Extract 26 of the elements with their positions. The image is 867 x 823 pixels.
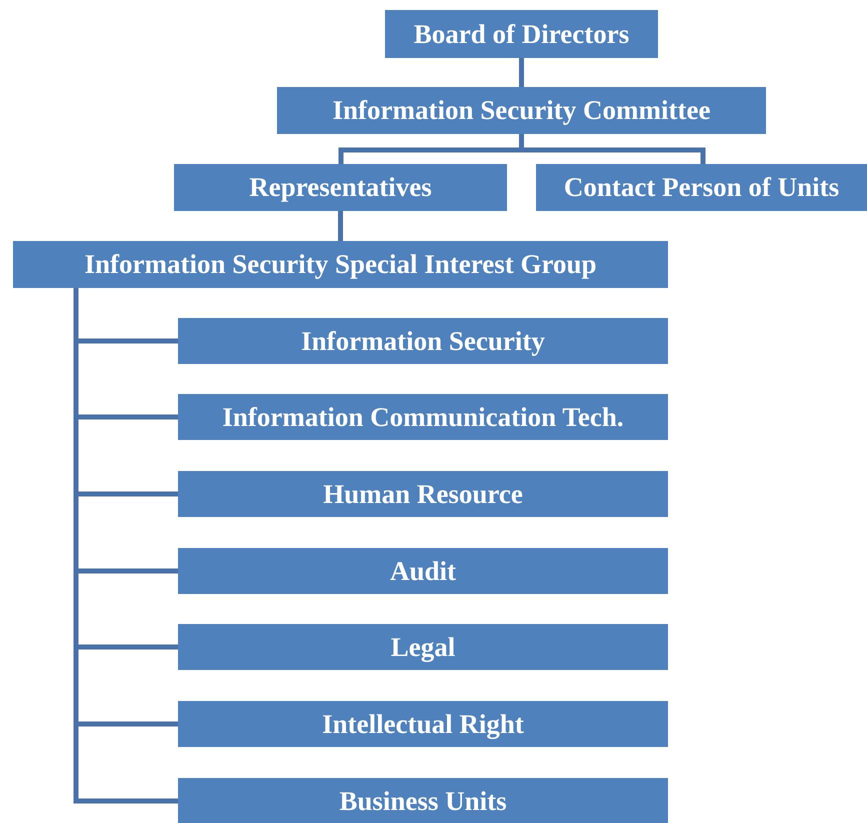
org-box (174, 164, 507, 211)
connector-line (519, 58, 524, 87)
box-label: Board of Directors (414, 18, 630, 50)
org-box (178, 778, 668, 823)
box-label: Representatives (249, 172, 432, 203)
org-box (385, 10, 658, 58)
box-label: Business Units (339, 786, 507, 816)
connector-line (338, 211, 343, 241)
org-box (178, 471, 668, 517)
box-label: Audit (390, 556, 456, 586)
box-label: Intellectual Right (322, 708, 524, 740)
box-label: Information Security Special Interest Group (84, 249, 596, 280)
org-box (178, 548, 668, 594)
box-label: Information Security (301, 326, 545, 356)
org-box (13, 241, 668, 288)
box-label: Human Resource (323, 478, 523, 510)
box-label: Information Security Committee (332, 95, 710, 126)
org-box (277, 87, 766, 134)
org-box (178, 318, 668, 364)
org-box (178, 701, 668, 747)
org-box (178, 624, 668, 670)
box-label: Legal (390, 632, 456, 662)
box-label: Information Communication Tech. (222, 402, 624, 432)
box-label: Contact Person of Units (564, 172, 840, 203)
org-box (536, 164, 867, 211)
org-box (178, 394, 668, 440)
